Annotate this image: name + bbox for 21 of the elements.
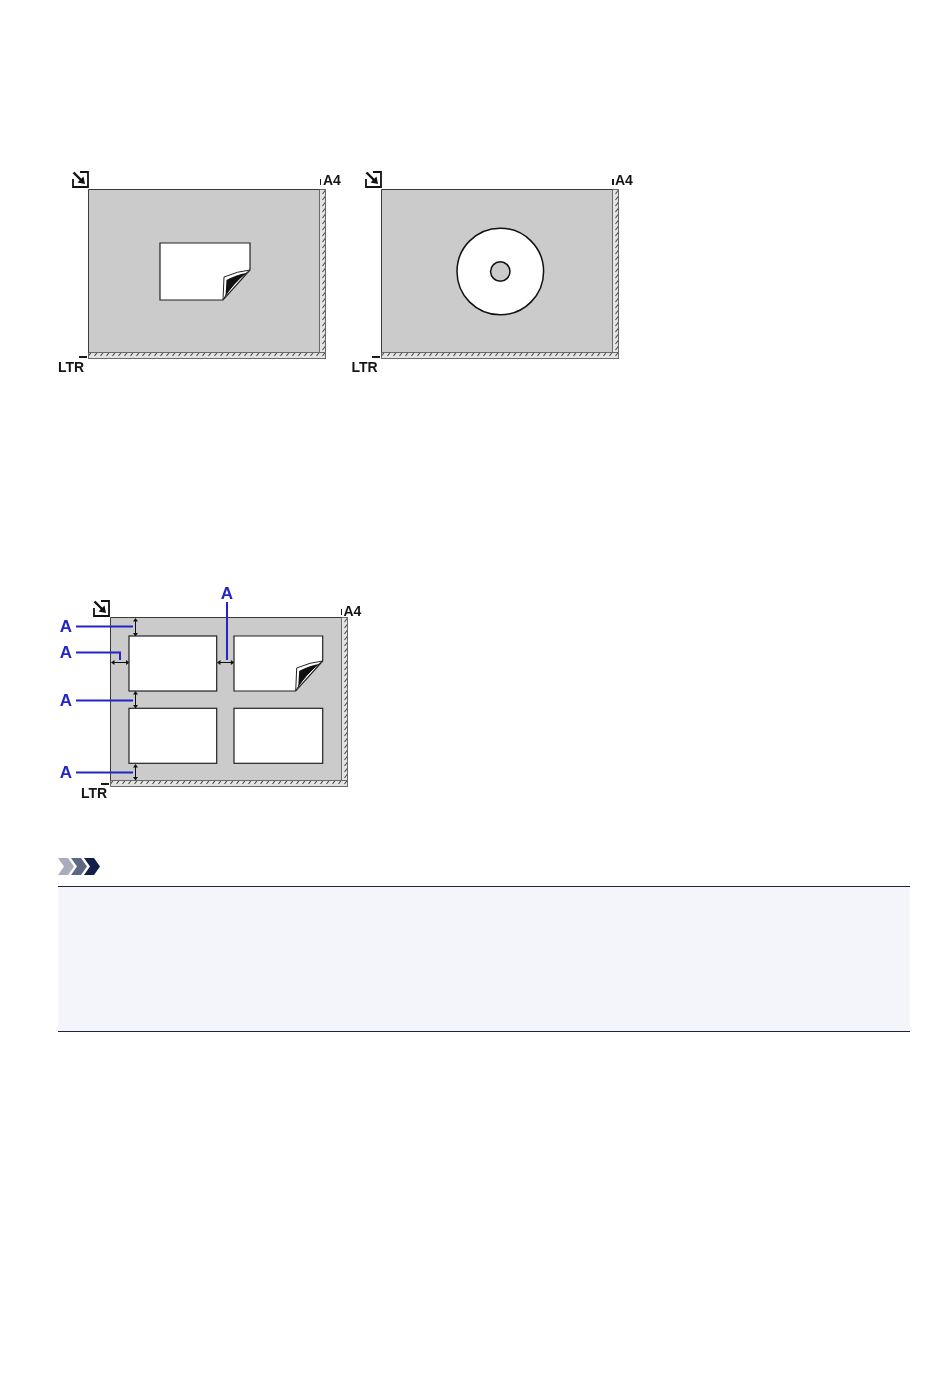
dimension-line (216, 660, 234, 665)
dimension-line (110, 660, 129, 665)
dimension-line (133, 691, 138, 709)
callout-letter: A (56, 764, 76, 781)
paper-size-label: LTR (81, 786, 108, 800)
leader-line (75, 625, 134, 628)
leader-line (75, 651, 121, 661)
paper-size-label: A4 (615, 173, 633, 187)
dimension-line (133, 617, 138, 636)
callout-letter: A (217, 585, 237, 602)
paper-size-label: LTR (58, 360, 85, 374)
callout-letter: A (56, 644, 76, 661)
leader-line (75, 699, 134, 702)
paper-size-label: A4 (343, 604, 362, 618)
dimension-line (133, 763, 138, 780)
callout-letter: A (56, 692, 76, 709)
paper-size-label: A4 (323, 173, 341, 187)
leader-line (75, 771, 134, 774)
callout-letter: A (56, 618, 76, 635)
leader-line (226, 601, 228, 661)
paper-size-label: LTR (351, 360, 378, 374)
